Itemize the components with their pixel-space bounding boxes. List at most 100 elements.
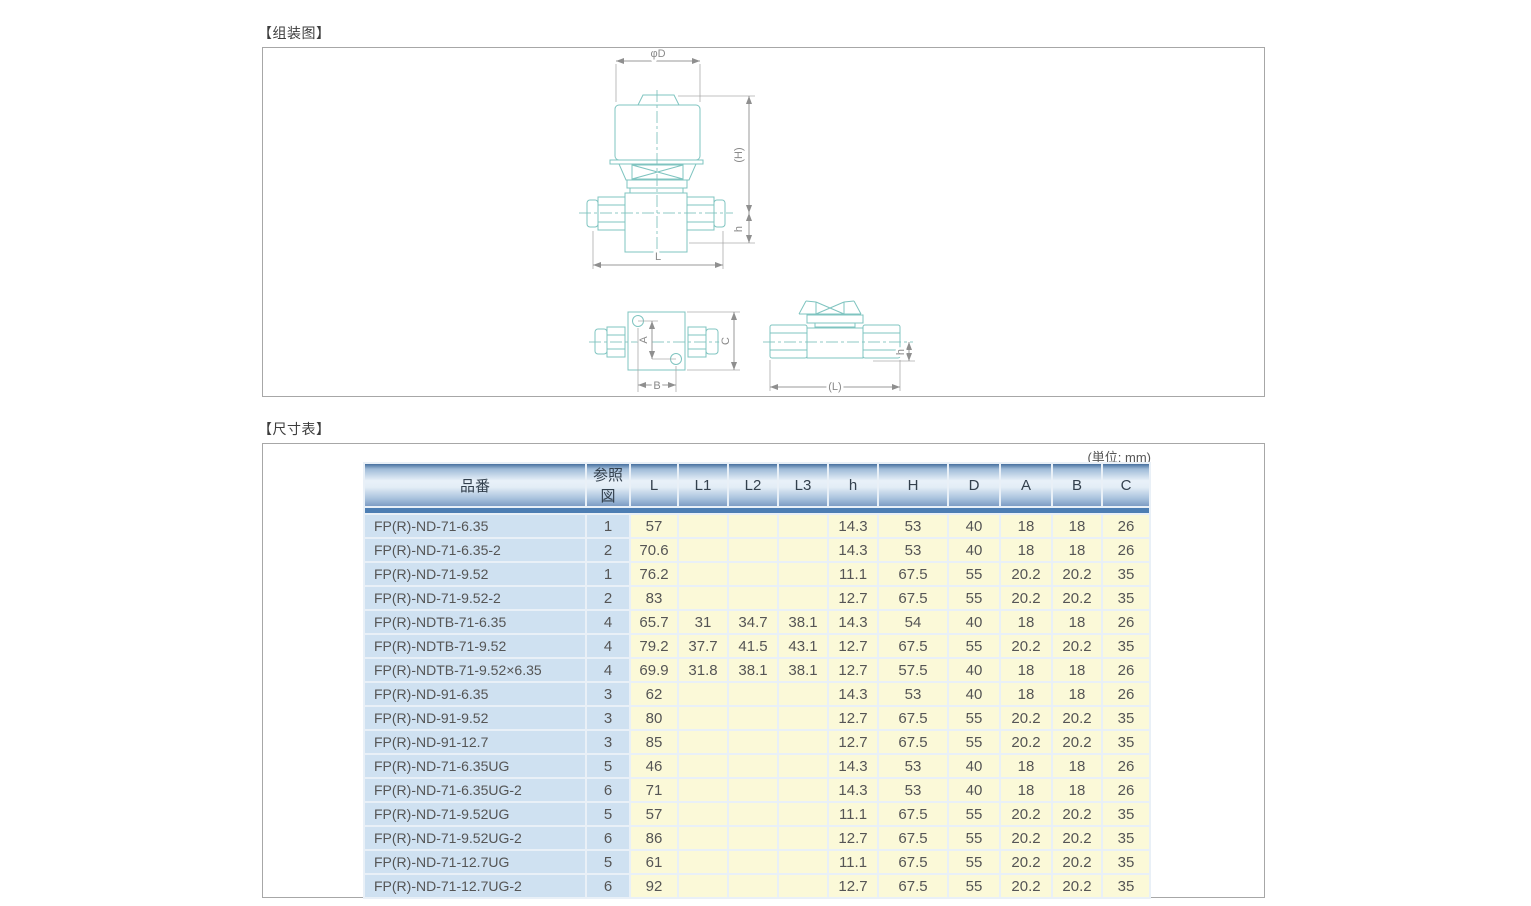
value-cell: 55	[949, 563, 999, 585]
value-cell: 35	[1103, 731, 1149, 753]
value-cell: 40	[949, 683, 999, 705]
value-cell: 61	[631, 851, 677, 873]
value-cell: 38.1	[729, 659, 777, 681]
value-cell: 18	[1053, 539, 1101, 561]
value-cell: 14.3	[829, 755, 877, 777]
value-cell: 85	[631, 731, 677, 753]
header-separator-bar	[365, 508, 1149, 513]
value-cell: 83	[631, 587, 677, 609]
part-number-cell: FP(R)-ND-71-6.35-2	[365, 539, 585, 561]
value-cell: 20.2	[1001, 563, 1051, 585]
value-cell: 18	[1053, 611, 1101, 633]
value-cell: 18	[1053, 659, 1101, 681]
part-number-cell: FP(R)-ND-91-9.52	[365, 707, 585, 729]
value-cell: 26	[1103, 659, 1149, 681]
value-cell: 11.1	[829, 851, 877, 873]
value-cell: 20.2	[1053, 635, 1101, 657]
value-cell: 26	[1103, 755, 1149, 777]
part-number-cell: FP(R)-ND-71-12.7UG	[365, 851, 585, 873]
value-cell: 11.1	[829, 803, 877, 825]
value-cell: 79.2	[631, 635, 677, 657]
value-cell: 53	[879, 515, 947, 537]
value-cell: 67.5	[879, 563, 947, 585]
assembly-diagram: φD (H) h L	[579, 46, 915, 396]
value-cell	[729, 587, 777, 609]
value-cell: 5	[587, 803, 629, 825]
dim-label-phi-d: φD	[650, 48, 665, 60]
value-cell: 38.1	[779, 611, 827, 633]
value-cell: 4	[587, 659, 629, 681]
value-cell	[779, 803, 827, 825]
value-cell	[679, 563, 727, 585]
value-cell: 37.7	[679, 635, 727, 657]
dim-label-side-h: h	[895, 349, 907, 355]
value-cell: 12.7	[829, 707, 877, 729]
value-cell	[729, 827, 777, 849]
value-cell	[679, 779, 727, 801]
value-cell: 55	[949, 827, 999, 849]
value-cell: 12.7	[829, 635, 877, 657]
value-cell	[779, 539, 827, 561]
value-cell: 18	[1001, 755, 1051, 777]
value-cell: 26	[1103, 683, 1149, 705]
dim-label-A: A	[638, 336, 650, 344]
value-cell	[679, 587, 727, 609]
value-cell: 67.5	[879, 875, 947, 897]
value-cell: 18	[1001, 659, 1051, 681]
value-cell: 53	[879, 779, 947, 801]
value-cell: 20.2	[1001, 707, 1051, 729]
dim-label-h: h	[733, 226, 745, 232]
value-cell: 65.7	[631, 611, 677, 633]
value-cell: 76.2	[631, 563, 677, 585]
part-number-cell: FP(R)-ND-71-9.52	[365, 563, 585, 585]
value-cell: 20.2	[1001, 875, 1051, 897]
value-cell: 40	[949, 611, 999, 633]
value-cell: 18	[1053, 755, 1101, 777]
dim-label-C: C	[720, 337, 732, 345]
part-number-cell: FP(R)-NDTB-71-9.52	[365, 635, 585, 657]
value-cell: 40	[949, 515, 999, 537]
value-cell: 18	[1053, 515, 1101, 537]
value-cell: 18	[1053, 683, 1101, 705]
dim-label-B: B	[653, 380, 660, 392]
value-cell	[779, 875, 827, 897]
part-number-cell: FP(R)-ND-71-9.52UG	[365, 803, 585, 825]
value-cell: 35	[1103, 851, 1149, 873]
value-cell: 20.2	[1053, 707, 1101, 729]
value-cell: 40	[949, 539, 999, 561]
value-cell: 26	[1103, 539, 1149, 561]
value-cell: 5	[587, 755, 629, 777]
value-cell: 20.2	[1001, 803, 1051, 825]
value-cell: 18	[1001, 683, 1051, 705]
value-cell: 26	[1103, 515, 1149, 537]
value-cell: 20.2	[1001, 827, 1051, 849]
value-cell: 67.5	[879, 707, 947, 729]
value-cell	[729, 803, 777, 825]
value-cell: 34.7	[729, 611, 777, 633]
value-cell: 71	[631, 779, 677, 801]
value-cell: 55	[949, 803, 999, 825]
assembly-section-label: 【组装图】	[258, 25, 331, 41]
value-cell: 20.2	[1053, 875, 1101, 897]
value-cell: 31	[679, 611, 727, 633]
value-cell: 18	[1001, 779, 1051, 801]
value-cell: 55	[949, 707, 999, 729]
part-number-cell: FP(R)-ND-71-12.7UG-2	[365, 875, 585, 897]
value-cell	[779, 779, 827, 801]
value-cell: 35	[1103, 707, 1149, 729]
value-cell: 20.2	[1053, 803, 1101, 825]
part-number-cell: FP(R)-NDTB-71-6.35	[365, 611, 585, 633]
value-cell	[729, 515, 777, 537]
value-cell: 67.5	[879, 635, 947, 657]
value-cell: 6	[587, 827, 629, 849]
value-cell: 6	[587, 875, 629, 897]
value-cell: 1	[587, 515, 629, 537]
